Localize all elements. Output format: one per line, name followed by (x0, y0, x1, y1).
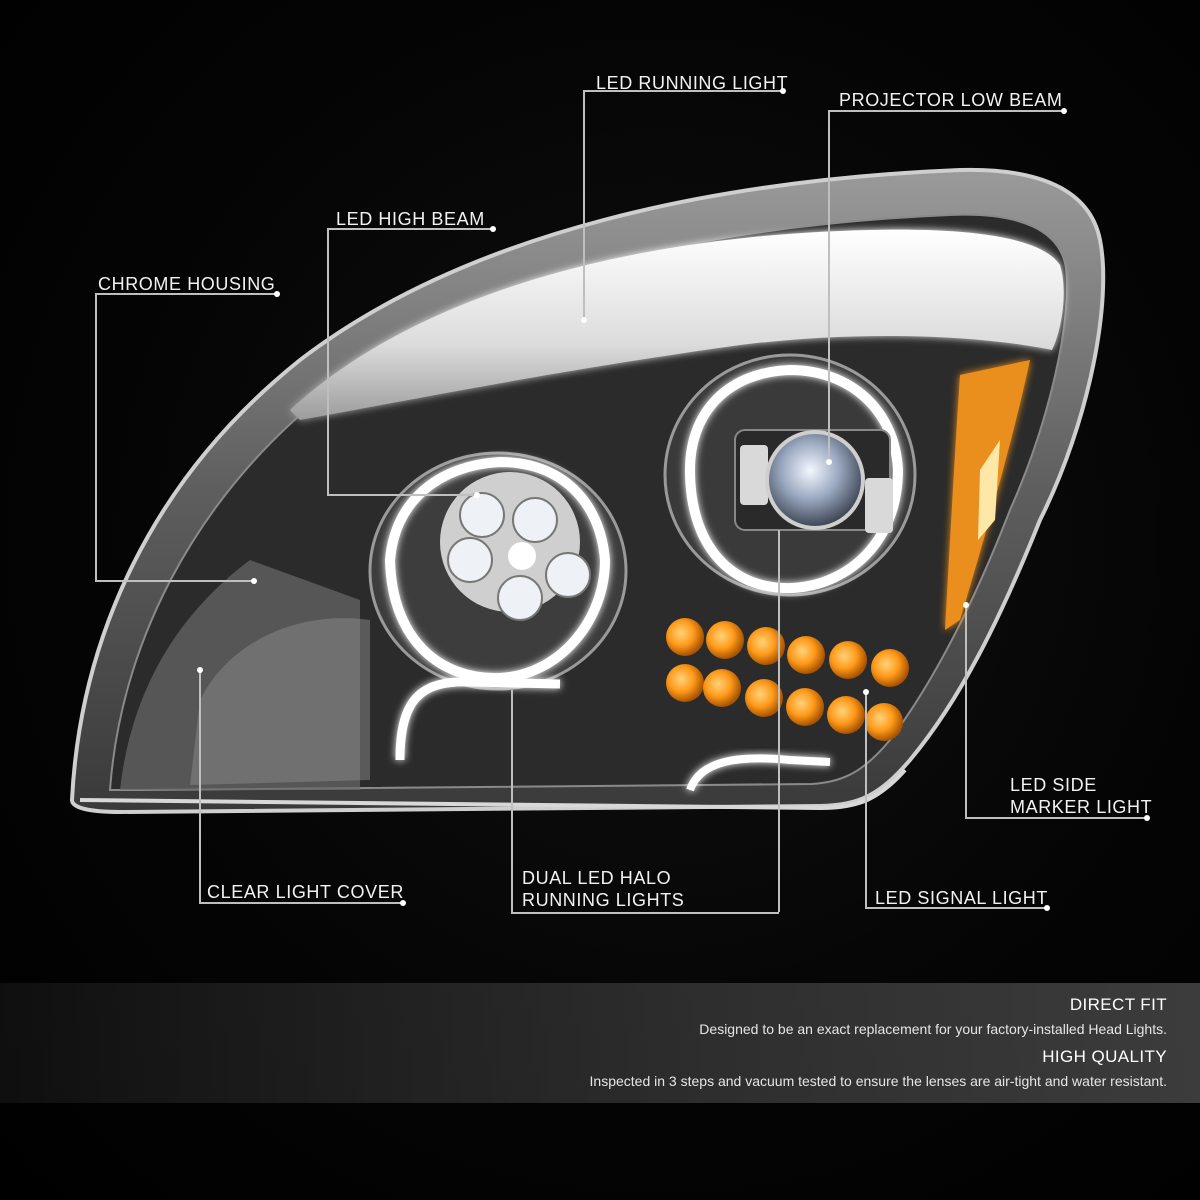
leader-dot (1144, 815, 1150, 821)
leader-dot (963, 602, 969, 608)
leader-line (828, 110, 1064, 112)
leader-line (95, 293, 277, 295)
leader-line (965, 817, 1147, 819)
callout-led-high-beam: LED HIGH BEAM (336, 209, 485, 229)
led-high-beam-assembly (368, 451, 628, 691)
projector-low-beam-assembly (663, 353, 917, 597)
leader-line (778, 530, 780, 912)
leader-line (327, 494, 477, 496)
leader-line (511, 690, 513, 912)
leader-line (583, 90, 783, 92)
leader-line (327, 228, 494, 230)
callout-chrome-housing: CHROME HOUSING (98, 274, 276, 294)
callout-clear-light-cover: CLEAR LIGHT COVER (207, 882, 404, 902)
callout-projector-low-beam: PROJECTOR LOW BEAM (839, 90, 1063, 110)
leader-line (583, 90, 585, 320)
leader-dot (197, 667, 203, 673)
leader-line (199, 670, 201, 902)
leader-dot (826, 459, 832, 465)
lower-halo-arc-left (395, 677, 561, 761)
leader-line (327, 228, 329, 494)
callout-line-2: RUNNING LIGHTS (522, 890, 685, 910)
feature-strip: DIRECT FIT Designed to be an exact repla… (0, 983, 1200, 1103)
leader-dot (400, 900, 406, 906)
leader-line (95, 293, 97, 580)
leader-line (865, 907, 1047, 909)
leader-line (965, 605, 967, 817)
led-running-light-bar (290, 229, 1064, 420)
reflector-detail (190, 618, 370, 785)
leader-dot (581, 317, 587, 323)
feature-description: Designed to be an exact replacement for … (699, 1021, 1167, 1037)
leader-line (95, 580, 253, 582)
callout-line-1: LED SIDE (1010, 775, 1097, 795)
side-marker-highlight (978, 440, 1000, 540)
callout-line-1: DUAL LED HALO (522, 868, 672, 888)
callout-led-signal-light: LED SIGNAL LIGHT (875, 888, 1048, 908)
lower-halo-arc-right (686, 754, 831, 792)
leader-dot (1044, 905, 1050, 911)
callout-led-side-marker-light: LED SIDE MARKER LIGHT (1010, 774, 1160, 818)
callout-line-2: MARKER LIGHT (1010, 797, 1153, 817)
callout-led-running-light: LED RUNNING LIGHT (596, 73, 789, 93)
feature-high-quality: HIGH QUALITY Inspected in 3 steps and va… (590, 1047, 1167, 1089)
leader-dot (274, 291, 280, 297)
callout-dual-led-halo: DUAL LED HALO RUNNING LIGHTS (522, 867, 742, 911)
housing-bottom-rim (79, 768, 907, 811)
leader-line (828, 110, 830, 462)
leader-dot (490, 226, 496, 232)
leader-dot (474, 492, 480, 498)
leader-dot (1061, 108, 1067, 114)
leader-line (511, 912, 779, 914)
feature-title: DIRECT FIT (1069, 995, 1167, 1014)
feature-description: Inspected in 3 steps and vacuum tested t… (589, 1073, 1167, 1089)
leader-line (865, 692, 867, 907)
leader-line (199, 902, 403, 904)
leader-dot (863, 689, 869, 695)
leader-dot (780, 88, 786, 94)
feature-direct-fit: DIRECT FIT Designed to be an exact repla… (699, 995, 1167, 1037)
led-signal-light-array (666, 618, 909, 741)
feature-title: HIGH QUALITY (1042, 1047, 1167, 1066)
leader-dot (251, 578, 257, 584)
